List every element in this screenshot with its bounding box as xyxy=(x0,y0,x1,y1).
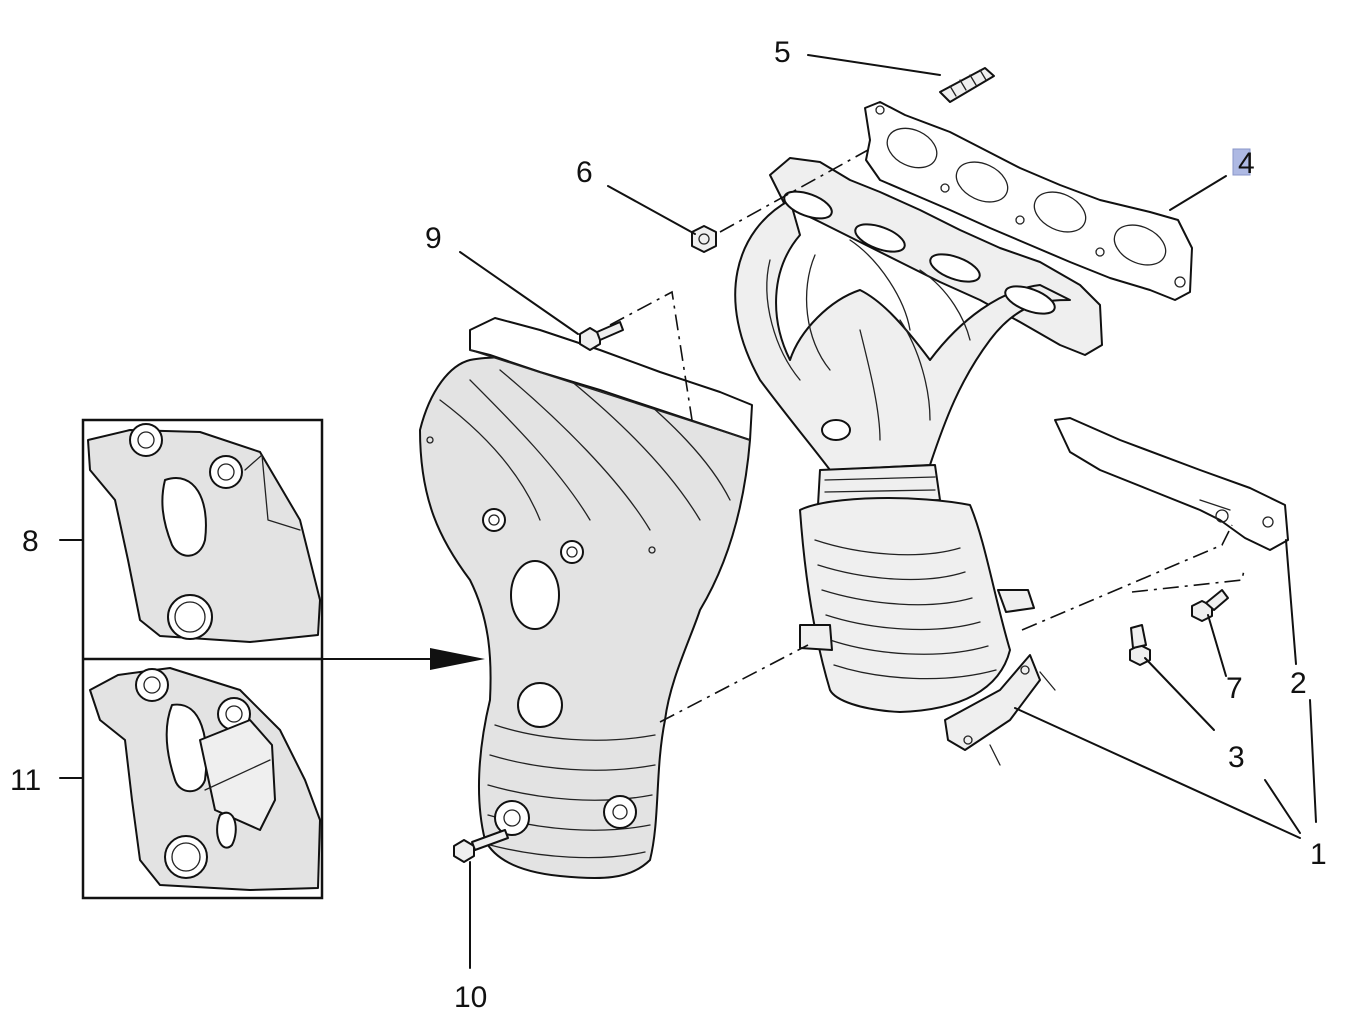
heat-shield-bolt-9[interactable] xyxy=(579,321,624,351)
heat-shield-bolt-10[interactable] xyxy=(453,829,509,863)
callout-3[interactable]: 3 xyxy=(1228,741,1245,774)
bracket-bolt-3[interactable] xyxy=(1129,624,1151,666)
exhaust-manifold-catalytic-converter[interactable] xyxy=(734,157,1103,766)
callout-11[interactable]: 11 xyxy=(10,764,41,797)
callout-6[interactable]: 6 xyxy=(576,156,593,189)
callout-10[interactable]: 10 xyxy=(454,981,487,1014)
callout-2[interactable]: 2 xyxy=(1290,667,1307,700)
catalyst-support-bracket[interactable] xyxy=(1054,417,1289,551)
manifold-gasket[interactable] xyxy=(864,101,1193,301)
detail-inset-11 xyxy=(89,667,321,891)
exhaust-heat-shield[interactable] xyxy=(419,317,753,880)
callout-5[interactable]: 5 xyxy=(774,36,791,69)
callout-leader-lines xyxy=(59,54,1317,969)
callout-8[interactable]: 8 xyxy=(22,525,39,558)
manifold-nut[interactable] xyxy=(691,225,717,253)
callout-9[interactable]: 9 xyxy=(425,222,442,255)
detail-inset-8 xyxy=(87,423,321,643)
inset-pointer-arrow xyxy=(321,648,485,670)
callout-7[interactable]: 7 xyxy=(1226,672,1243,705)
callout-4-highlight xyxy=(1232,148,1251,176)
bracket-bolt-7[interactable] xyxy=(1191,589,1229,622)
assembly-dash-lines xyxy=(609,149,1245,723)
callout-4[interactable]: 4 xyxy=(1238,147,1255,180)
manifold-stud[interactable] xyxy=(939,67,995,103)
callout-1[interactable]: 1 xyxy=(1310,838,1327,871)
